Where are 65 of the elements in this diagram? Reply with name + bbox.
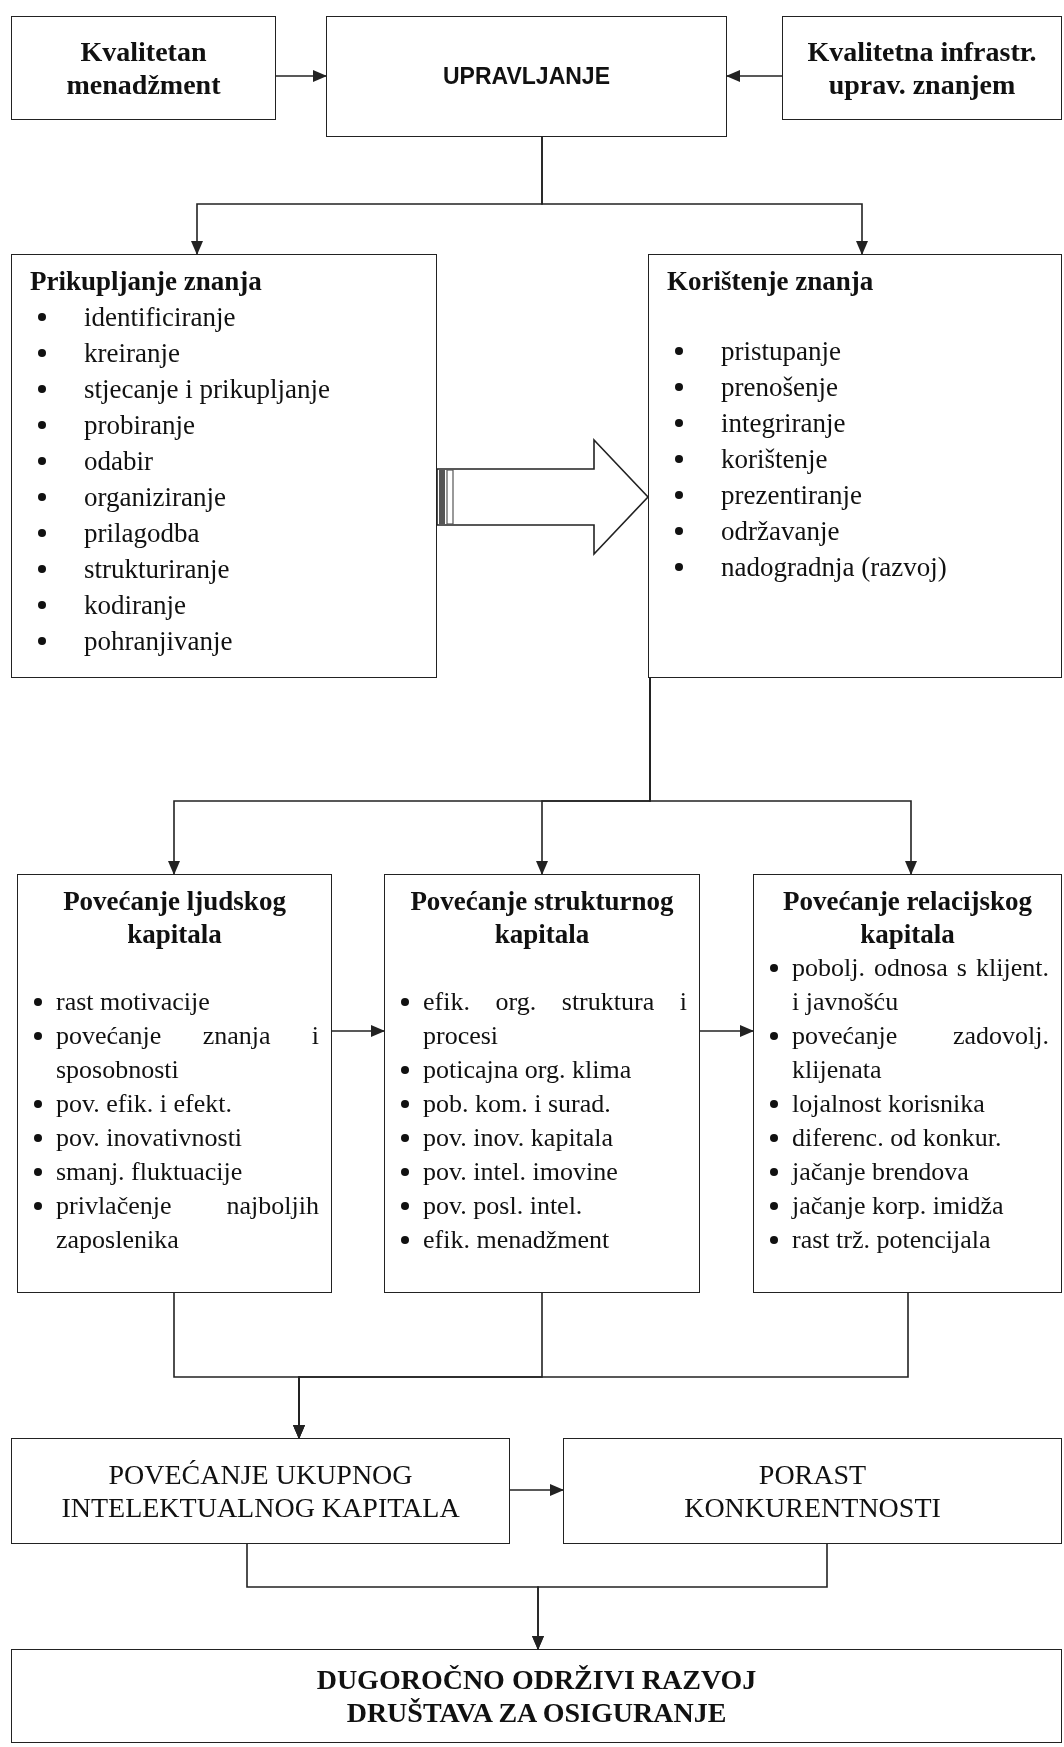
list-item: kreiranje <box>84 337 181 370</box>
box-label: POVEĆANJE UKUPNOG INTELEKTUALNOG KAPITALA <box>60 1457 461 1525</box>
list-item: odabir <box>84 445 154 478</box>
process-box <box>17 874 332 1293</box>
list-item: privlačenje najboljih zaposlenika <box>56 1190 319 1256</box>
list-item: organiziranje <box>84 481 227 514</box>
list-item: poticajna org. klima <box>423 1054 633 1086</box>
list-item: jačanje brendova <box>792 1156 970 1188</box>
process-box <box>563 1438 1062 1544</box>
arrow <box>649 677 917 875</box>
box-heading: Povećanje strukturnog kapitala <box>409 885 675 951</box>
arrow <box>509 1484 564 1496</box>
list-item: strukturiranje <box>84 553 231 586</box>
process-box <box>384 874 700 1293</box>
process-box <box>648 254 1062 678</box>
arrow <box>275 70 327 82</box>
process-box <box>326 16 727 137</box>
list-item: pov. inovativnosti <box>56 1122 244 1154</box>
process-box <box>11 1438 510 1544</box>
list-item: pohranjivanje <box>84 625 234 658</box>
list-item: stjecanje i prikupljanje <box>84 373 331 406</box>
arrow <box>532 1543 828 1650</box>
block-arrow <box>436 438 650 556</box>
list-item: rast trž. potencijala <box>792 1224 992 1256</box>
process-box <box>11 16 276 120</box>
box-label: PORAST KONKURENTNOSTI <box>683 1457 942 1525</box>
list-item: pov. intel. imovine <box>423 1156 619 1188</box>
box-label: Kvalitetan menadžment <box>65 34 222 102</box>
box-heading: Povećanje ljudskog kapitala <box>62 885 287 951</box>
arrow <box>331 1025 385 1037</box>
list-item: prilagodba <box>84 517 201 550</box>
list-item: smanj. fluktuacije <box>56 1156 244 1188</box>
list-item: jačanje korp. imidža <box>792 1190 1005 1222</box>
list-item: pov. posl. intel. <box>423 1190 584 1222</box>
list-item: pov. efik. i efekt. <box>56 1088 233 1120</box>
list-item: efik. menadžment <box>423 1224 611 1256</box>
list-item: identificiranje <box>84 301 237 334</box>
list-item: pristupanje <box>721 335 842 368</box>
box-label: DUGOROČNO ODRŽIVI RAZVOJ DRUŠTAVA ZA OSIGURANJE <box>315 1662 758 1730</box>
arrow <box>293 1292 909 1439</box>
list-item: kodiranje <box>84 589 187 622</box>
list-item: probiranje <box>84 409 196 442</box>
process-box <box>11 1649 1062 1743</box>
box-heading: Povećanje relacijskog kapitala <box>781 885 1034 951</box>
box-label: Kvalitetna infrastr. uprav. znanjem <box>806 34 1038 102</box>
list-item: prenošenje <box>721 371 839 404</box>
list-item: nadogradnja (razvoj) <box>721 551 948 584</box>
list-item: lojalnost korisnika <box>792 1088 986 1120</box>
list-item: održavanje <box>721 515 841 548</box>
box-heading: Korištenje znanja <box>666 265 875 298</box>
list-item: korištenje <box>721 443 829 476</box>
process-box <box>753 874 1062 1293</box>
arrow <box>541 136 868 255</box>
arrow <box>726 70 783 82</box>
list-item: pob. kom. i surad. <box>423 1088 612 1120</box>
process-box <box>11 254 437 678</box>
process-box <box>782 16 1062 120</box>
box-heading: Prikupljanje znanja <box>29 265 263 298</box>
list-item: diferenc. od konkur. <box>792 1122 1003 1154</box>
list-item: prezentiranje <box>721 479 863 512</box>
box-label: UPRAVLJANJE <box>443 62 610 91</box>
list-item: integriranje <box>721 407 847 440</box>
arrow <box>699 1025 754 1037</box>
list-item: pov. inov. kapitala <box>423 1122 615 1154</box>
list-item: rast motivacije <box>56 986 211 1018</box>
